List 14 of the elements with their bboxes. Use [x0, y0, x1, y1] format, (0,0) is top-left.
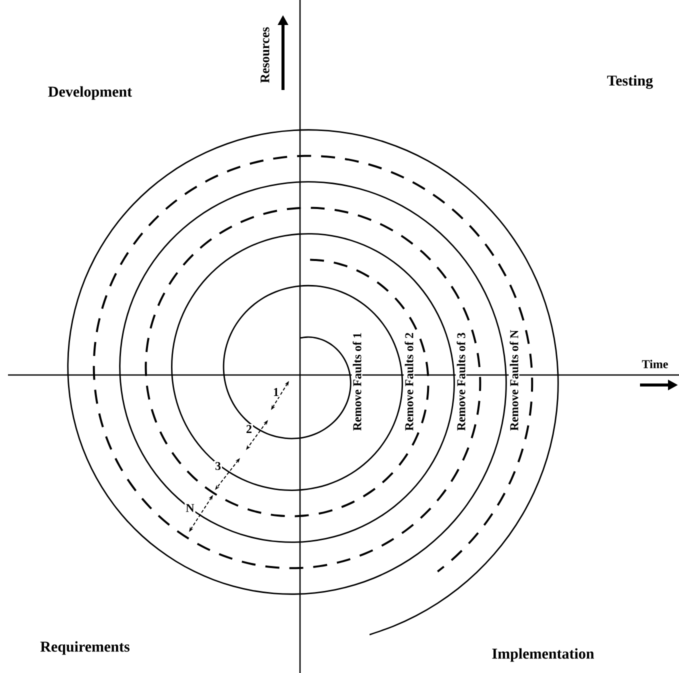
quadrant-label: Testing — [607, 75, 653, 89]
quadrant-label: Implementation — [492, 648, 594, 662]
phase-label: Remove Faults of N — [508, 328, 520, 432]
phase-label: Remove Faults of 1 — [352, 331, 362, 432]
quadrant-label: Development — [48, 86, 132, 100]
interval-number: 3 — [214, 460, 222, 472]
phase-label: Remove Faults of 3 — [456, 331, 466, 432]
phase-label: Remove Faults of 2 — [404, 331, 414, 432]
interval-number: 2 — [245, 424, 253, 434]
axis-label: Time — [642, 360, 668, 368]
axis-label: Resources — [260, 27, 270, 83]
interval-number: 1 — [272, 387, 280, 397]
interval-number: N — [184, 503, 196, 513]
quadrant-label: Requirements — [40, 641, 130, 655]
